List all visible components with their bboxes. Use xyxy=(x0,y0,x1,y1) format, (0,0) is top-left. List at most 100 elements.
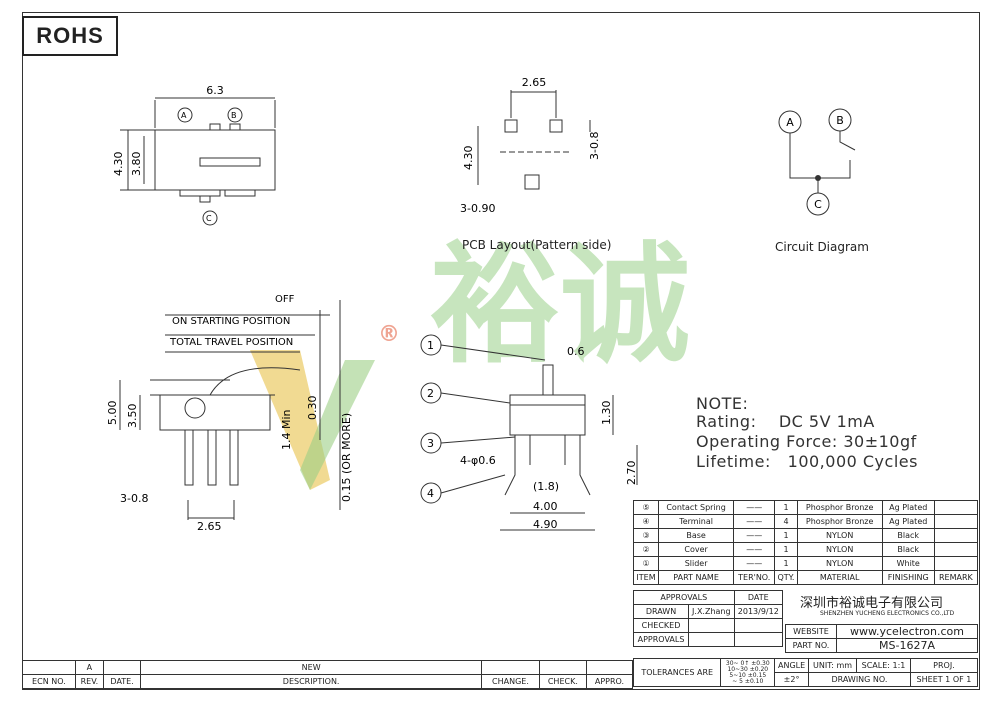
callout-3: 3 xyxy=(427,437,434,450)
circuit-caption: Circuit Diagram xyxy=(775,240,869,254)
bom-cell-ter: —— xyxy=(733,528,776,543)
tol-range: 5~10 xyxy=(729,671,746,679)
tol-row: 5~10 ±0.15 xyxy=(721,671,774,679)
bom-cell-remark xyxy=(933,542,979,557)
bom-cell-material: Phosphor Bronze xyxy=(796,514,883,529)
dim-6-3: 6.3 xyxy=(206,84,224,97)
side-view-drawing: OFF ON STARTING POSITION TOTAL TRAVEL PO… xyxy=(106,294,353,533)
proj-label: PROJ. xyxy=(909,658,979,673)
bom-cell-qty: 1 xyxy=(774,556,798,571)
bom-cell-item: ① xyxy=(632,556,660,571)
bom-h-item: ITEM xyxy=(632,570,660,585)
side-dim-5-00: 5.00 xyxy=(106,401,119,426)
registered-mark: ® xyxy=(378,322,400,347)
callout-4: 4 xyxy=(427,487,434,500)
note-force: Operating Force: 30±10gf xyxy=(696,432,917,451)
bom-h-qty: QTY. xyxy=(774,570,798,585)
bom-cell-finish: White xyxy=(881,556,935,571)
drawn-label: DRAWN xyxy=(632,604,690,619)
bom-cell-ter: —— xyxy=(733,556,776,571)
pcb-caption: PCB Layout(Pattern side) xyxy=(462,238,612,252)
circuit-pin-c: C xyxy=(814,198,822,211)
side-dim-1-4: 1.4 Min xyxy=(280,409,293,450)
tol-range: ~ 5 xyxy=(732,677,743,685)
company-name-en: SHENZHEN YUCHENG ELECTRONICS CO.,LTD xyxy=(820,610,955,617)
check-header: CHECK. xyxy=(538,674,587,689)
bom-cell-remark xyxy=(933,556,979,571)
bom-header-row: ITEM PART NAME TER'NO. QTY. MATERIAL FIN… xyxy=(632,570,979,585)
bom-cell-ter: —— xyxy=(733,500,776,515)
front-dim-0-6: 0.6 xyxy=(567,345,585,358)
angle-value: ±2° xyxy=(774,672,809,687)
bom-cell-material: NYLON xyxy=(796,556,883,571)
date-header-rev: DATE. xyxy=(103,674,142,689)
bom-cell-finish: Ag Plated xyxy=(881,514,935,529)
dim-3-80: 3.80 xyxy=(130,152,143,177)
tol-range: 10~30 xyxy=(727,665,748,673)
approvals-label: APPROVALS xyxy=(632,632,690,647)
side-total-travel: TOTAL TRAVEL POSITION xyxy=(169,337,293,348)
front-dim-4-90: 4.90 xyxy=(533,518,558,531)
pcb-dim-pitch: 2.65 xyxy=(522,76,547,89)
approvals-header: APPROVALS xyxy=(633,590,735,605)
side-dim-3-50: 3.50 xyxy=(126,404,139,429)
front-dim-2-70: 2.70 xyxy=(625,461,638,486)
front-view-drawing: 1 2 3 4 0.6 1.30 4-φ0.6 (1.8) 2.70 4.00 … xyxy=(420,334,638,531)
pin-a-label: A xyxy=(181,111,187,120)
side-dim-0-15: 0.15 (OR MORE) xyxy=(340,413,353,502)
bom-h-remark: REMARK xyxy=(933,570,979,585)
bom-cell-item: ④ xyxy=(632,514,660,529)
pcb-layout-drawing: 2.65 4.30 3-0.8 3-0.90 xyxy=(460,76,601,215)
drawn-date: 2013/9/12 xyxy=(733,604,784,619)
front-dim-4-00: 4.00 xyxy=(533,500,558,513)
website-label: WEBSITE xyxy=(785,624,837,639)
bom-cell-item: ③ xyxy=(632,528,660,543)
unit-label: UNIT: mm xyxy=(807,658,858,673)
pcb-dim-height: 4.30 xyxy=(462,146,475,171)
rev-value: A xyxy=(74,660,105,675)
note-rating: Rating: DC 5V 1mA xyxy=(696,412,875,431)
bom-cell-remark xyxy=(933,528,979,543)
bom-cell-qty: 1 xyxy=(774,528,798,543)
note-lifetime: Lifetime: 100,000 Cycles xyxy=(696,452,918,471)
circuit-pin-b: B xyxy=(836,114,844,127)
tol-row: 10~30 ±0.20 xyxy=(721,665,774,673)
side-dim-0-30: 0.30 xyxy=(306,396,319,421)
bom-cell-finish: Black xyxy=(881,528,935,543)
website-value: www.ycelectron.com xyxy=(836,624,978,639)
change-header: CHANGE. xyxy=(481,674,540,689)
yc-logo-watermark xyxy=(250,350,375,490)
tol-range: 30~ 0↑ xyxy=(725,659,750,667)
drawn-by: J.X.Zhang xyxy=(688,604,735,619)
callout-2: 2 xyxy=(427,387,434,400)
bom-cell-material: NYLON xyxy=(796,528,883,543)
drawing-frame xyxy=(22,12,980,690)
bom-cell-remark xyxy=(933,500,979,515)
bom-cell-remark xyxy=(933,514,979,529)
rev-header: REV. xyxy=(74,674,105,689)
tol-value: ±0.15 xyxy=(747,671,767,679)
scale-label: SCALE: 1:1 xyxy=(856,658,911,673)
angle-label: ANGLE xyxy=(774,658,809,673)
partno-value: MS-1627A xyxy=(836,638,978,653)
ecn-header: ECN NO. xyxy=(22,674,76,689)
front-dim-1-8: (1.8) xyxy=(533,480,559,493)
sheet-label: SHEET 1 OF 1 xyxy=(909,672,979,687)
bom-cell-name: Base xyxy=(658,528,735,543)
dim-4-30: 4.30 xyxy=(112,152,125,177)
bom-cell-qty: 1 xyxy=(774,500,798,515)
partno-label: PART NO. xyxy=(785,638,837,653)
rohs-badge: ROHS xyxy=(22,16,118,56)
bom-h-material: MATERIAL xyxy=(796,570,883,585)
callout-1: 1 xyxy=(427,339,434,352)
tol-row: ~ 5 ±0.10 xyxy=(721,677,774,685)
drawing-no-label: DRAWING NO. xyxy=(808,672,911,687)
bom-cell-finish: Black xyxy=(881,542,935,557)
